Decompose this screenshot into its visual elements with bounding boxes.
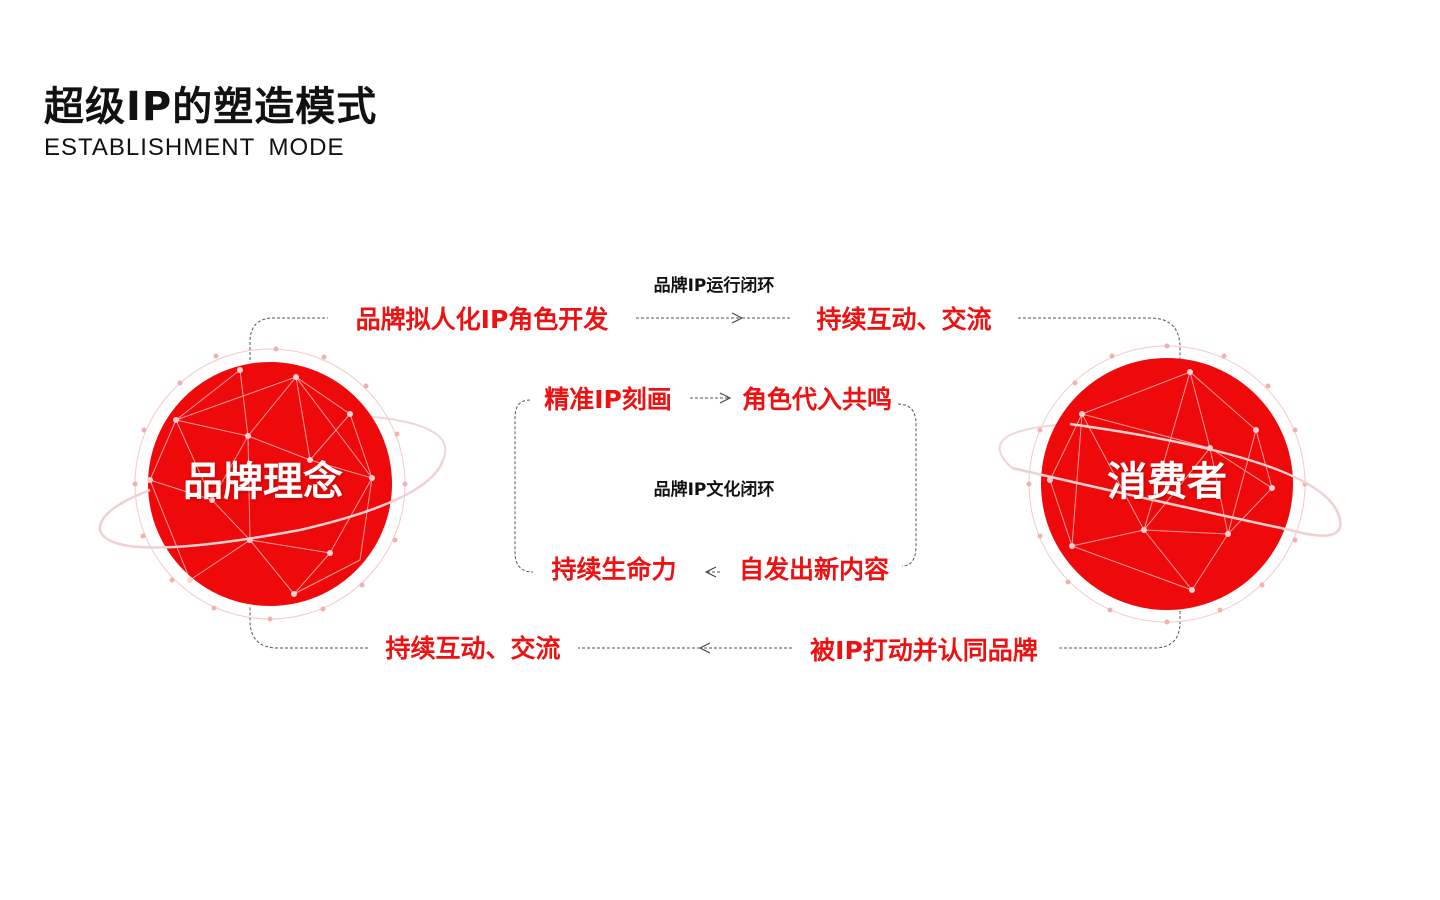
outer-bottom-right-label: 被IP打动并认同品牌 (810, 636, 1038, 665)
globe-right-halo-dots (1026, 343, 1308, 625)
outer-top-left-label: 品牌拟人化IP角色开发 (355, 305, 609, 334)
globe-left-nodes (147, 367, 375, 597)
globe-right-sphere (1041, 358, 1293, 610)
inner-connector-left (514, 399, 534, 573)
outer-top-right-label: 持续互动、交流 (816, 305, 992, 334)
globe-right-orbit-front (1011, 422, 1342, 537)
inner-top-left-label: 精准IP刻画 (544, 385, 672, 414)
page-title: 超级IP的塑造模式 (44, 84, 378, 130)
page-subtitle: ESTABLISHMENT MODE (44, 134, 345, 161)
globe-left-halo-dots (132, 346, 408, 622)
globe-right-orbit-back (998, 423, 1071, 469)
globe-right-label: 消费者 (1107, 459, 1227, 505)
inner-connector-right (897, 403, 917, 567)
globe-left-label: 品牌理念 (183, 459, 343, 505)
outer-loop-connectors (249, 317, 1181, 649)
globe-left-orbit-front (98, 459, 445, 549)
globe-right-nodes (1047, 369, 1275, 593)
connector-top-left (249, 317, 328, 360)
outer-loop-title: 品牌IP运行闭环 (653, 276, 775, 296)
connector-bottom-left (249, 606, 368, 649)
inner-bottom-left-label: 持续生命力 (551, 555, 677, 584)
inner-top-right-label: 角色代入共鸣 (741, 385, 893, 414)
outer-bottom-left-label: 持续互动、交流 (385, 634, 561, 663)
connector-bottom-right (1058, 606, 1181, 649)
inner-loop-title: 品牌IP文化闭环 (653, 480, 775, 500)
globe-right (998, 343, 1342, 625)
globe-left (98, 346, 447, 622)
connector-top-right (1018, 317, 1181, 360)
inner-bottom-right-label: 自发出新内容 (738, 555, 890, 584)
inner-loop-connectors (514, 398, 917, 573)
